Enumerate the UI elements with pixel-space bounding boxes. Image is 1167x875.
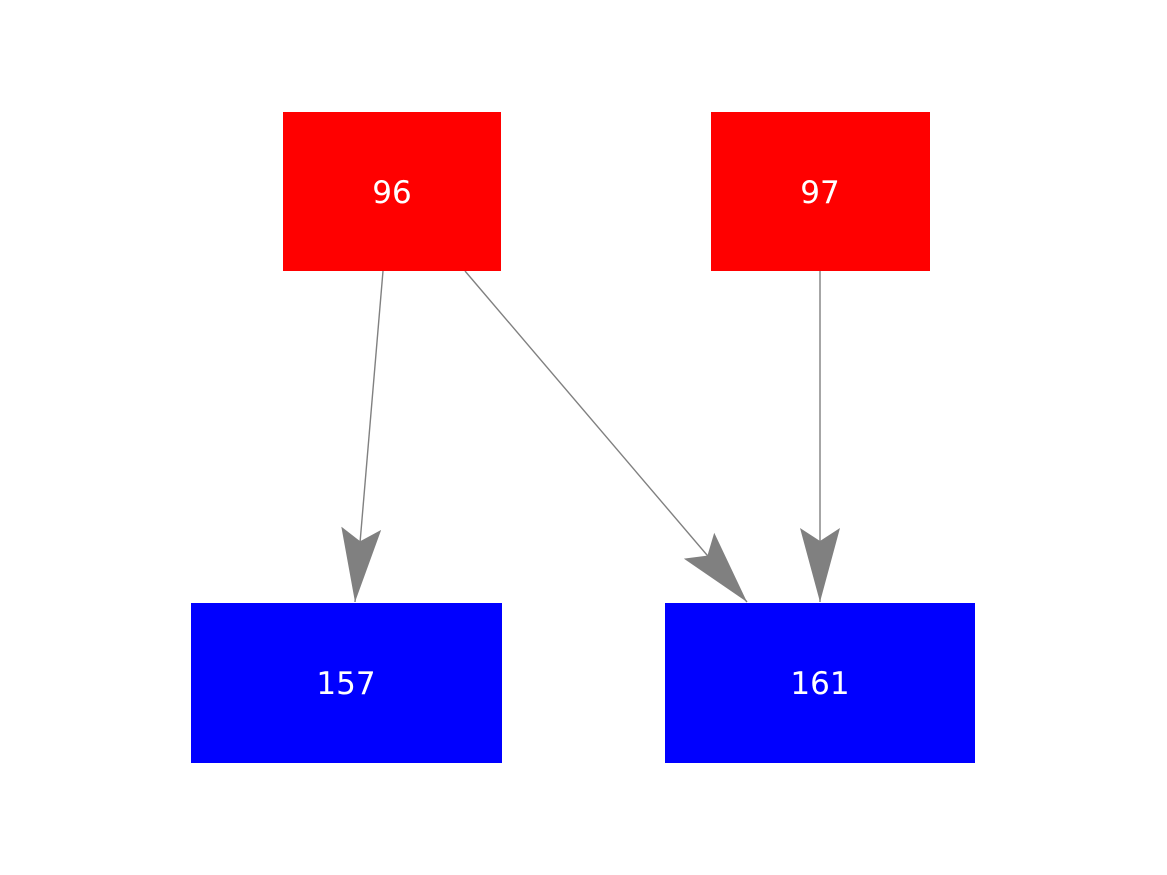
node-157-box (191, 603, 502, 763)
node-97-box (711, 112, 930, 271)
node-161-box (665, 603, 975, 763)
node-157: 157 (191, 603, 502, 763)
node-96-box (283, 112, 501, 271)
node-96: 96 (283, 112, 501, 271)
node-161: 161 (665, 603, 975, 763)
node-97: 97 (711, 112, 930, 271)
node-97-label: 97 (800, 175, 839, 211)
node-161-label: 161 (790, 666, 849, 702)
edge-96-157 (341, 270, 384, 603)
edge-96-161 (464, 270, 748, 603)
node-157-label: 157 (316, 666, 375, 702)
node-96-label: 96 (372, 175, 411, 211)
